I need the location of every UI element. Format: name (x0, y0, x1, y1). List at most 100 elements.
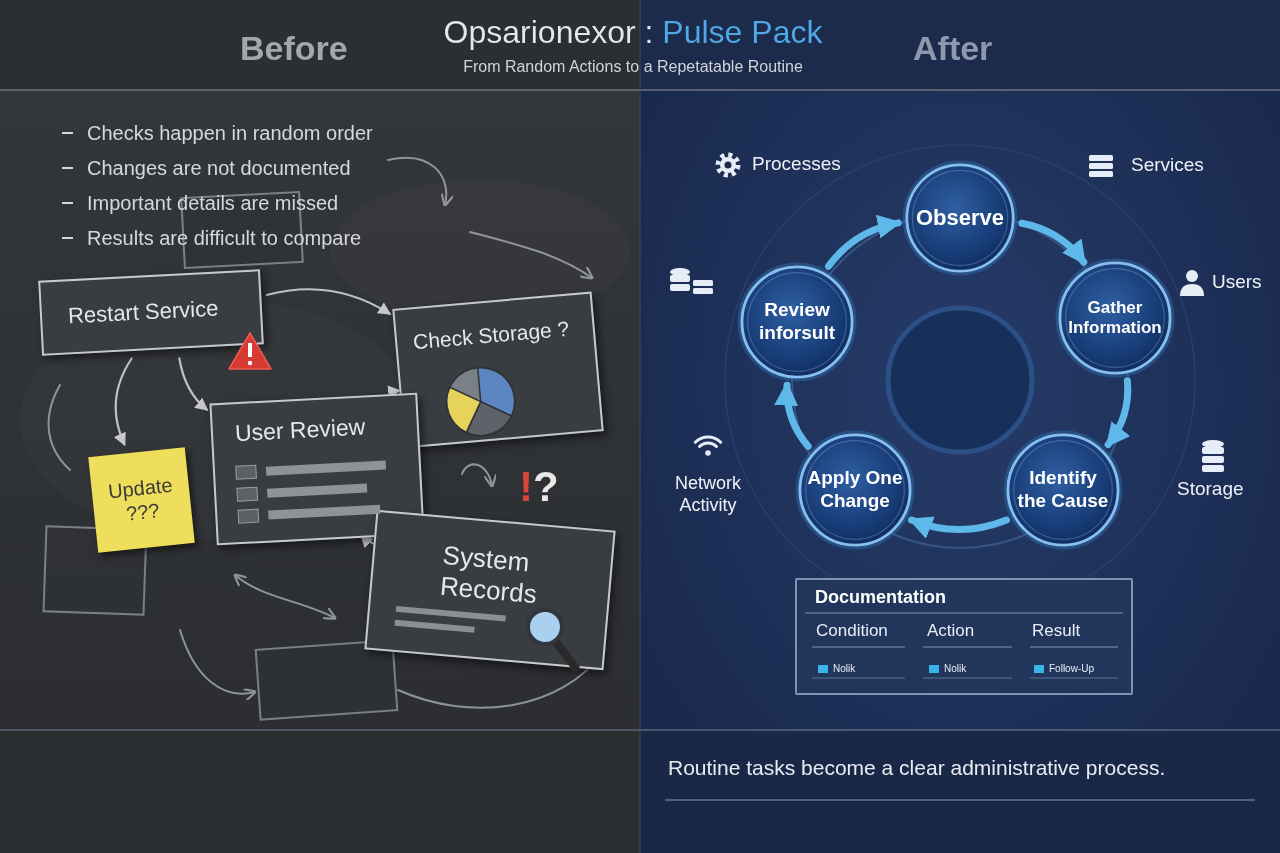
row-box (236, 465, 257, 479)
cycle-arrow (1108, 381, 1128, 445)
storage-stack-icon (670, 268, 690, 276)
database-icon (1202, 440, 1224, 448)
pie-slice (444, 365, 518, 439)
node-text: Observe (910, 205, 1010, 231)
circle-glow (904, 162, 1016, 274)
hub-circle (888, 308, 1032, 452)
table-cell: Follow-Up (1049, 663, 1094, 675)
table-lines (805, 613, 1123, 678)
navy-panel (640, 0, 1280, 853)
outer-ring (725, 145, 1195, 615)
warning-mark (248, 343, 252, 357)
gear-icon (725, 162, 732, 169)
record-line (395, 620, 475, 633)
cycle-arrow (787, 385, 808, 446)
gear-icon (718, 155, 738, 175)
step-circle: Apply One Change (797, 432, 913, 548)
circle-glow (797, 432, 913, 548)
circle-glow (1057, 260, 1173, 376)
warning-icon (229, 333, 271, 369)
subtitle: From Random Actions to a Repetatable Rou… (463, 57, 803, 76)
node-text: Check Storage ? (412, 316, 570, 355)
cycle-rings (725, 145, 1195, 615)
cell-icon (818, 665, 828, 673)
icon-label: Storage (1177, 478, 1244, 501)
table-header: Action (927, 621, 974, 641)
chalk-arrow (116, 359, 132, 445)
icon-label: Services (1131, 154, 1204, 177)
sketch-box (256, 640, 398, 719)
exclaim-mark: !? (519, 462, 559, 512)
wifi-icon (700, 443, 717, 447)
sketch-arrow (470, 232, 592, 278)
circle-inner-ring (1014, 441, 1113, 540)
user-icon (1180, 284, 1204, 296)
circle-inner-ring (806, 441, 905, 540)
diagram-title: Opsarionexor : Pulse Pack (444, 14, 823, 51)
table-rule (812, 647, 905, 648)
step-circle: Observe (904, 162, 1016, 274)
footer-band (640, 731, 1280, 853)
icon-label: Users (1212, 271, 1262, 294)
bullet-dash (62, 132, 73, 134)
storage-stack-icon (693, 288, 713, 294)
cell-icon (1034, 665, 1044, 673)
bullet-text: Changes are not documented (87, 156, 351, 180)
magnifier-handle (554, 642, 578, 668)
storage-stack-icon (670, 284, 690, 291)
cycle-arrow (829, 223, 899, 266)
bullet-dash (62, 202, 73, 204)
panel-heading: After (913, 28, 992, 69)
step-circle: Gather Information (1057, 260, 1173, 376)
table-rule (923, 647, 1012, 648)
warning-mark (248, 361, 252, 365)
node-text: User Review (234, 413, 366, 447)
row-bar (266, 460, 386, 475)
storage-stack-icon (670, 275, 690, 282)
database-icon (1202, 465, 1224, 472)
circle-glow (739, 264, 855, 380)
pie-chart (444, 365, 518, 439)
record-lines (392, 597, 580, 668)
chalk-arrow (179, 358, 207, 409)
icon-label: Processes (752, 153, 841, 176)
node-text: Gather Information (1063, 298, 1167, 339)
node-text: Identify the Cause (1015, 467, 1111, 513)
server-icon (1089, 155, 1113, 161)
circle-glow (1005, 432, 1121, 548)
icon-label: Network Activity (653, 473, 763, 516)
table-rule (805, 612, 1123, 613)
row-bar (267, 483, 367, 497)
table-rule (1030, 678, 1118, 679)
record-line (396, 606, 506, 622)
warning-triangle (229, 333, 271, 369)
node-text: Apply One Change (807, 467, 903, 513)
bullet-text: Results are difficult to compare (87, 226, 361, 250)
table-rule (923, 678, 1012, 679)
footer-band (0, 731, 640, 853)
table-rule (1030, 647, 1118, 648)
pie-slice (445, 385, 483, 434)
circle-fill (742, 267, 852, 377)
chalkboard-panel (0, 0, 640, 853)
panel-heading: Before (240, 28, 348, 69)
row-bar (268, 505, 380, 520)
node-text: Update ??? (99, 472, 184, 528)
node-text: Restart Service (67, 295, 219, 329)
bullet-text: Checks happen in random order (87, 121, 373, 145)
cycle-arrow (912, 520, 1007, 530)
divider-line (640, 0, 641, 853)
row-box (238, 509, 259, 523)
cell-icon (929, 665, 939, 673)
divider-line (665, 799, 1255, 800)
table-rule (812, 678, 905, 679)
table-header: Condition (816, 621, 888, 641)
circle-fill (800, 435, 910, 545)
cycle-arrow (1022, 223, 1084, 262)
bullet-text: Important details are missed (87, 191, 338, 215)
node-text: Review inforsult (749, 299, 845, 345)
sketch-line (49, 385, 70, 470)
server-icon (1089, 163, 1113, 169)
database-icon (1202, 447, 1224, 454)
